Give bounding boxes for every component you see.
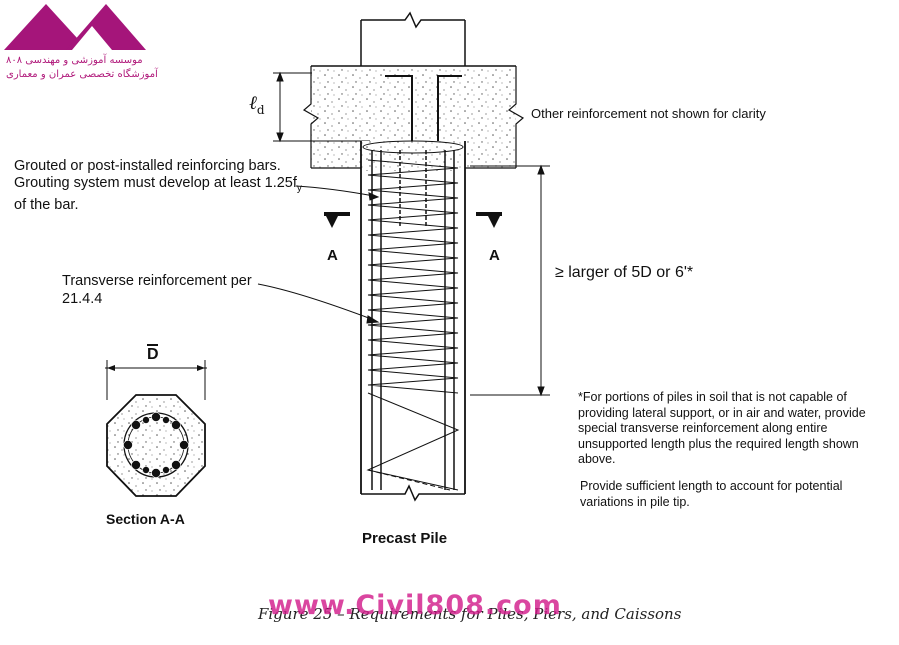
development-length-label: ℓd — [249, 92, 265, 117]
logo-text-line2: آموزشگاه تخصصی عمران و معماری — [6, 69, 158, 80]
special-length-note: ≥ larger of 5D or 6'* — [555, 264, 694, 281]
grouted-bars-note: Grouted or post-installed reinforcing ba… — [14, 158, 302, 213]
section-mark-left: A — [327, 247, 338, 264]
transverse-reinforcement-note: Transverse reinforcement per 21.4.4 — [62, 273, 252, 307]
institute-logo — [4, 4, 146, 50]
logo-left-peak — [4, 4, 88, 50]
column — [360, 11, 466, 66]
section-a-a-title: Section A-A — [106, 511, 185, 527]
diameter-overbar — [147, 344, 158, 346]
ld-dimension — [273, 71, 370, 143]
footnote-pile-tip: Provide sufficient length to account for… — [580, 479, 843, 509]
transverse-spiral-dense — [367, 159, 459, 394]
section-mark-right: A — [489, 247, 500, 264]
other-reinforcement-note: Other reinforcement not shown for clarit… — [531, 106, 766, 121]
footnote-unsupported-length: *For portions of piles in soil that is n… — [578, 390, 866, 466]
transverse-spiral-sparse — [366, 392, 460, 491]
pile-shaft — [360, 140, 466, 502]
watermark: www.Civil808.com — [268, 590, 562, 621]
section-bars — [123, 412, 189, 478]
section-a-a — [105, 360, 207, 497]
section-arrow-left — [324, 212, 350, 228]
logo-text-line1: موسسه آموزشی و مهندسی ۸۰۸ — [6, 55, 143, 66]
leader-transverse — [257, 283, 380, 324]
logo-inner-notch — [72, 26, 112, 50]
length-dimension — [470, 164, 550, 397]
spiral-dashed-tail — [367, 469, 451, 491]
leader-grouted — [295, 185, 380, 201]
figure-caption: Figure 25 – Requirements for Piles, Pier… — [258, 605, 682, 623]
section-arrow-right — [476, 212, 502, 228]
precast-pile-title: Precast Pile — [362, 530, 448, 547]
diameter-label: D — [147, 344, 159, 363]
